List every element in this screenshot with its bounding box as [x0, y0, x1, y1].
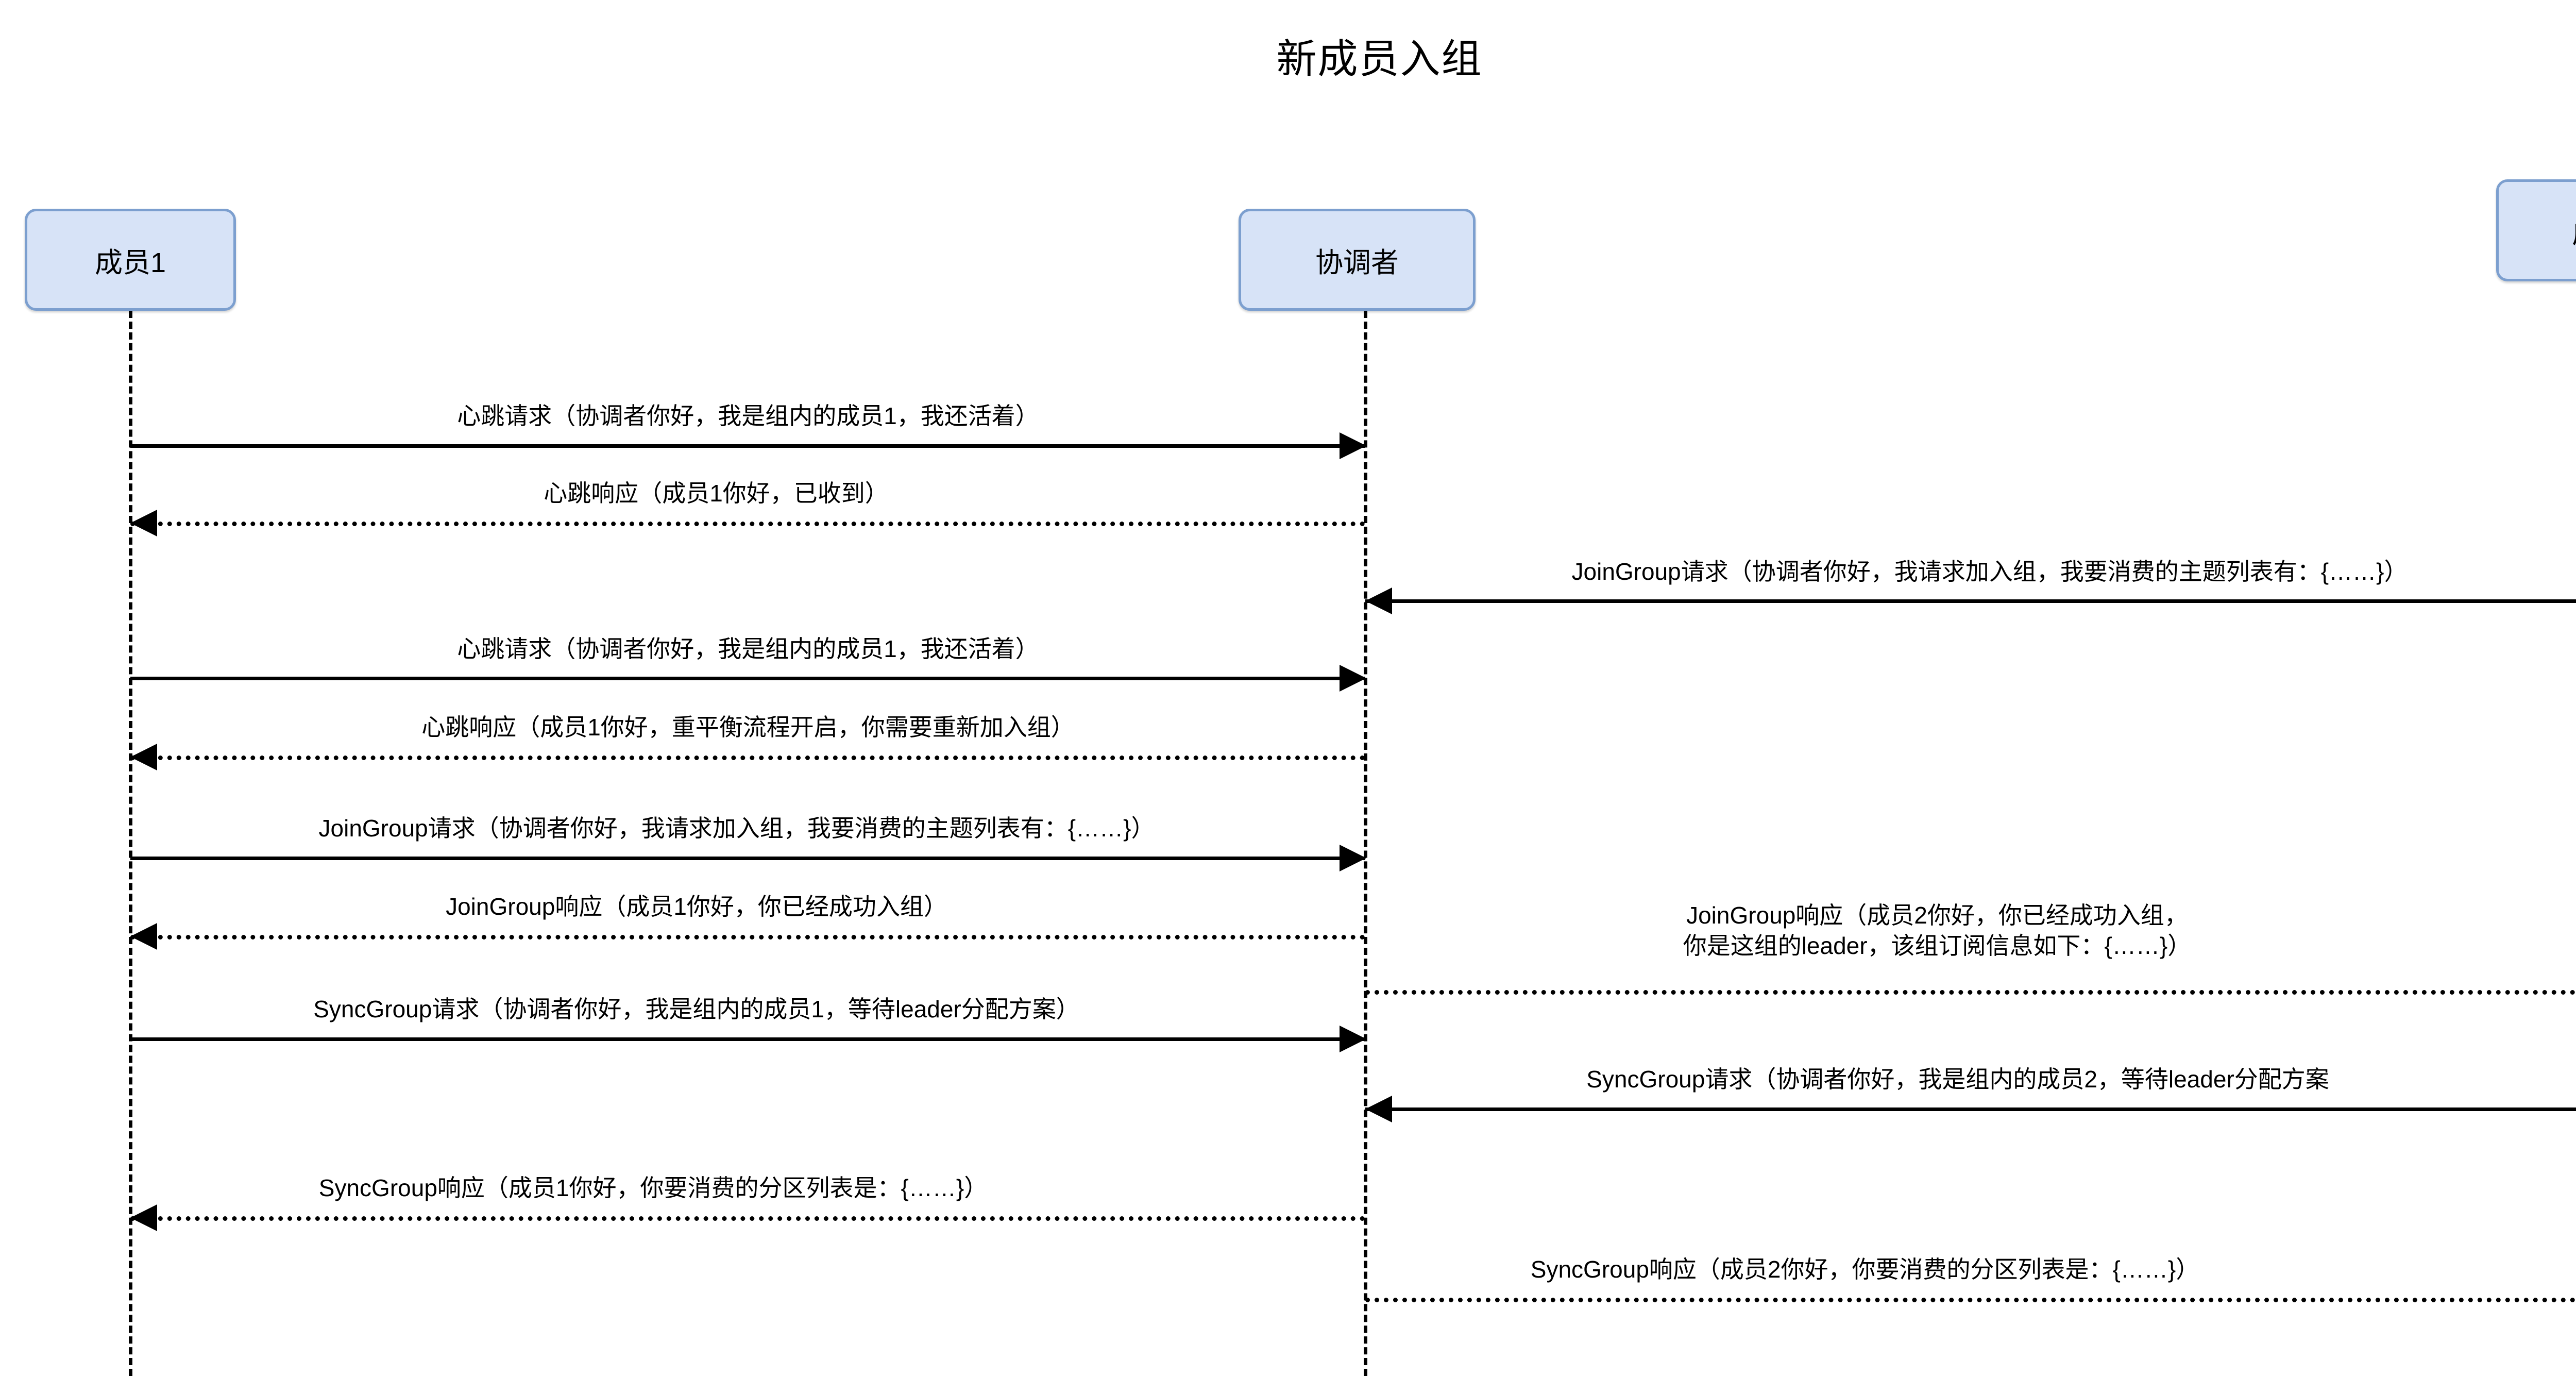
participant-box-member2[interactable]: 成员2 — [2496, 179, 2576, 281]
message-label-8: JoinGroup响应（成员2你好，你已经成功入组， 你是这组的leader，该组… — [1577, 900, 2298, 961]
message-line-1 — [130, 444, 1365, 448]
participant-label: 成员2 — [2572, 210, 2576, 251]
message-label-2: 心跳响应（成员1你好，已收到） — [544, 480, 889, 507]
lifeline-member1 — [129, 311, 132, 1376]
lifeline-coordinator — [1364, 311, 1367, 1376]
message-label-line1: JoinGroup响应（成员2你好，你已经成功入组， — [1686, 902, 2188, 929]
arrowhead-left-7 — [130, 923, 157, 950]
message-line-4 — [130, 677, 1365, 680]
message-line-5 — [130, 756, 1365, 760]
message-line-12 — [1365, 1298, 2576, 1302]
arrowhead-left-5 — [130, 744, 157, 770]
message-label-6: JoinGroup请求（协调者你好，我请求加入组，我要消费的主题列表有：{……}… — [318, 815, 1155, 842]
arrowhead-left-10 — [1365, 1096, 1392, 1122]
message-label-5: 心跳响应（成员1你好，重平衡流程开启，你需要重新加入组） — [421, 714, 1075, 741]
message-line-9 — [130, 1037, 1365, 1041]
message-label-4: 心跳请求（协调者你好，我是组内的成员1，我还活着） — [457, 635, 1039, 662]
message-label-1: 心跳请求（协调者你好，我是组内的成员1，我还活着） — [457, 402, 1039, 429]
participant-label: 成员1 — [94, 247, 166, 278]
message-label-9: SyncGroup请求（协调者你好，我是组内的成员1，等待leader分配方案） — [313, 996, 1080, 1022]
message-line-6 — [130, 857, 1365, 860]
message-line-3 — [1365, 599, 2576, 603]
message-label-11: SyncGroup响应（成员1你好，你要消费的分区列表是：{……}） — [318, 1174, 988, 1201]
arrowhead-left-11 — [130, 1204, 157, 1231]
page-title: 新成员入组 — [1276, 36, 1483, 81]
participant-box-member1[interactable]: 成员1 — [25, 209, 236, 311]
message-line-11 — [130, 1216, 1365, 1221]
message-label-12: SyncGroup响应（成员2你好，你要消费的分区列表是：{……}） — [1530, 1256, 2200, 1283]
arrowhead-left-3 — [1365, 588, 1392, 614]
participant-label: 协调者 — [1315, 247, 1399, 278]
arrowhead-right-1 — [1340, 432, 1366, 459]
message-label-3: JoinGroup请求（协调者你好，我请求加入组，我要消费的主题列表有：{……}… — [1571, 558, 2408, 585]
message-line-7 — [130, 935, 1365, 939]
participant-box-coordinator[interactable]: 协调者 — [1239, 209, 1476, 311]
message-line-10 — [1365, 1107, 2576, 1111]
arrowhead-right-4 — [1340, 665, 1366, 692]
message-label-10: SyncGroup请求（协调者你好，我是组内的成员2，等待leader分配方案 — [1586, 1066, 2329, 1093]
message-line-2 — [130, 522, 1365, 526]
arrowhead-right-6 — [1340, 845, 1366, 871]
arrowhead-left-2 — [130, 510, 157, 536]
message-label-line2: 你是这组的leader，该组订阅信息如下：{……}） — [1683, 932, 2192, 959]
arrowhead-right-9 — [1340, 1026, 1366, 1052]
message-label-7: JoinGroup响应（成员1你好，你已经成功入组） — [446, 893, 947, 920]
message-line-8 — [1365, 990, 2576, 995]
